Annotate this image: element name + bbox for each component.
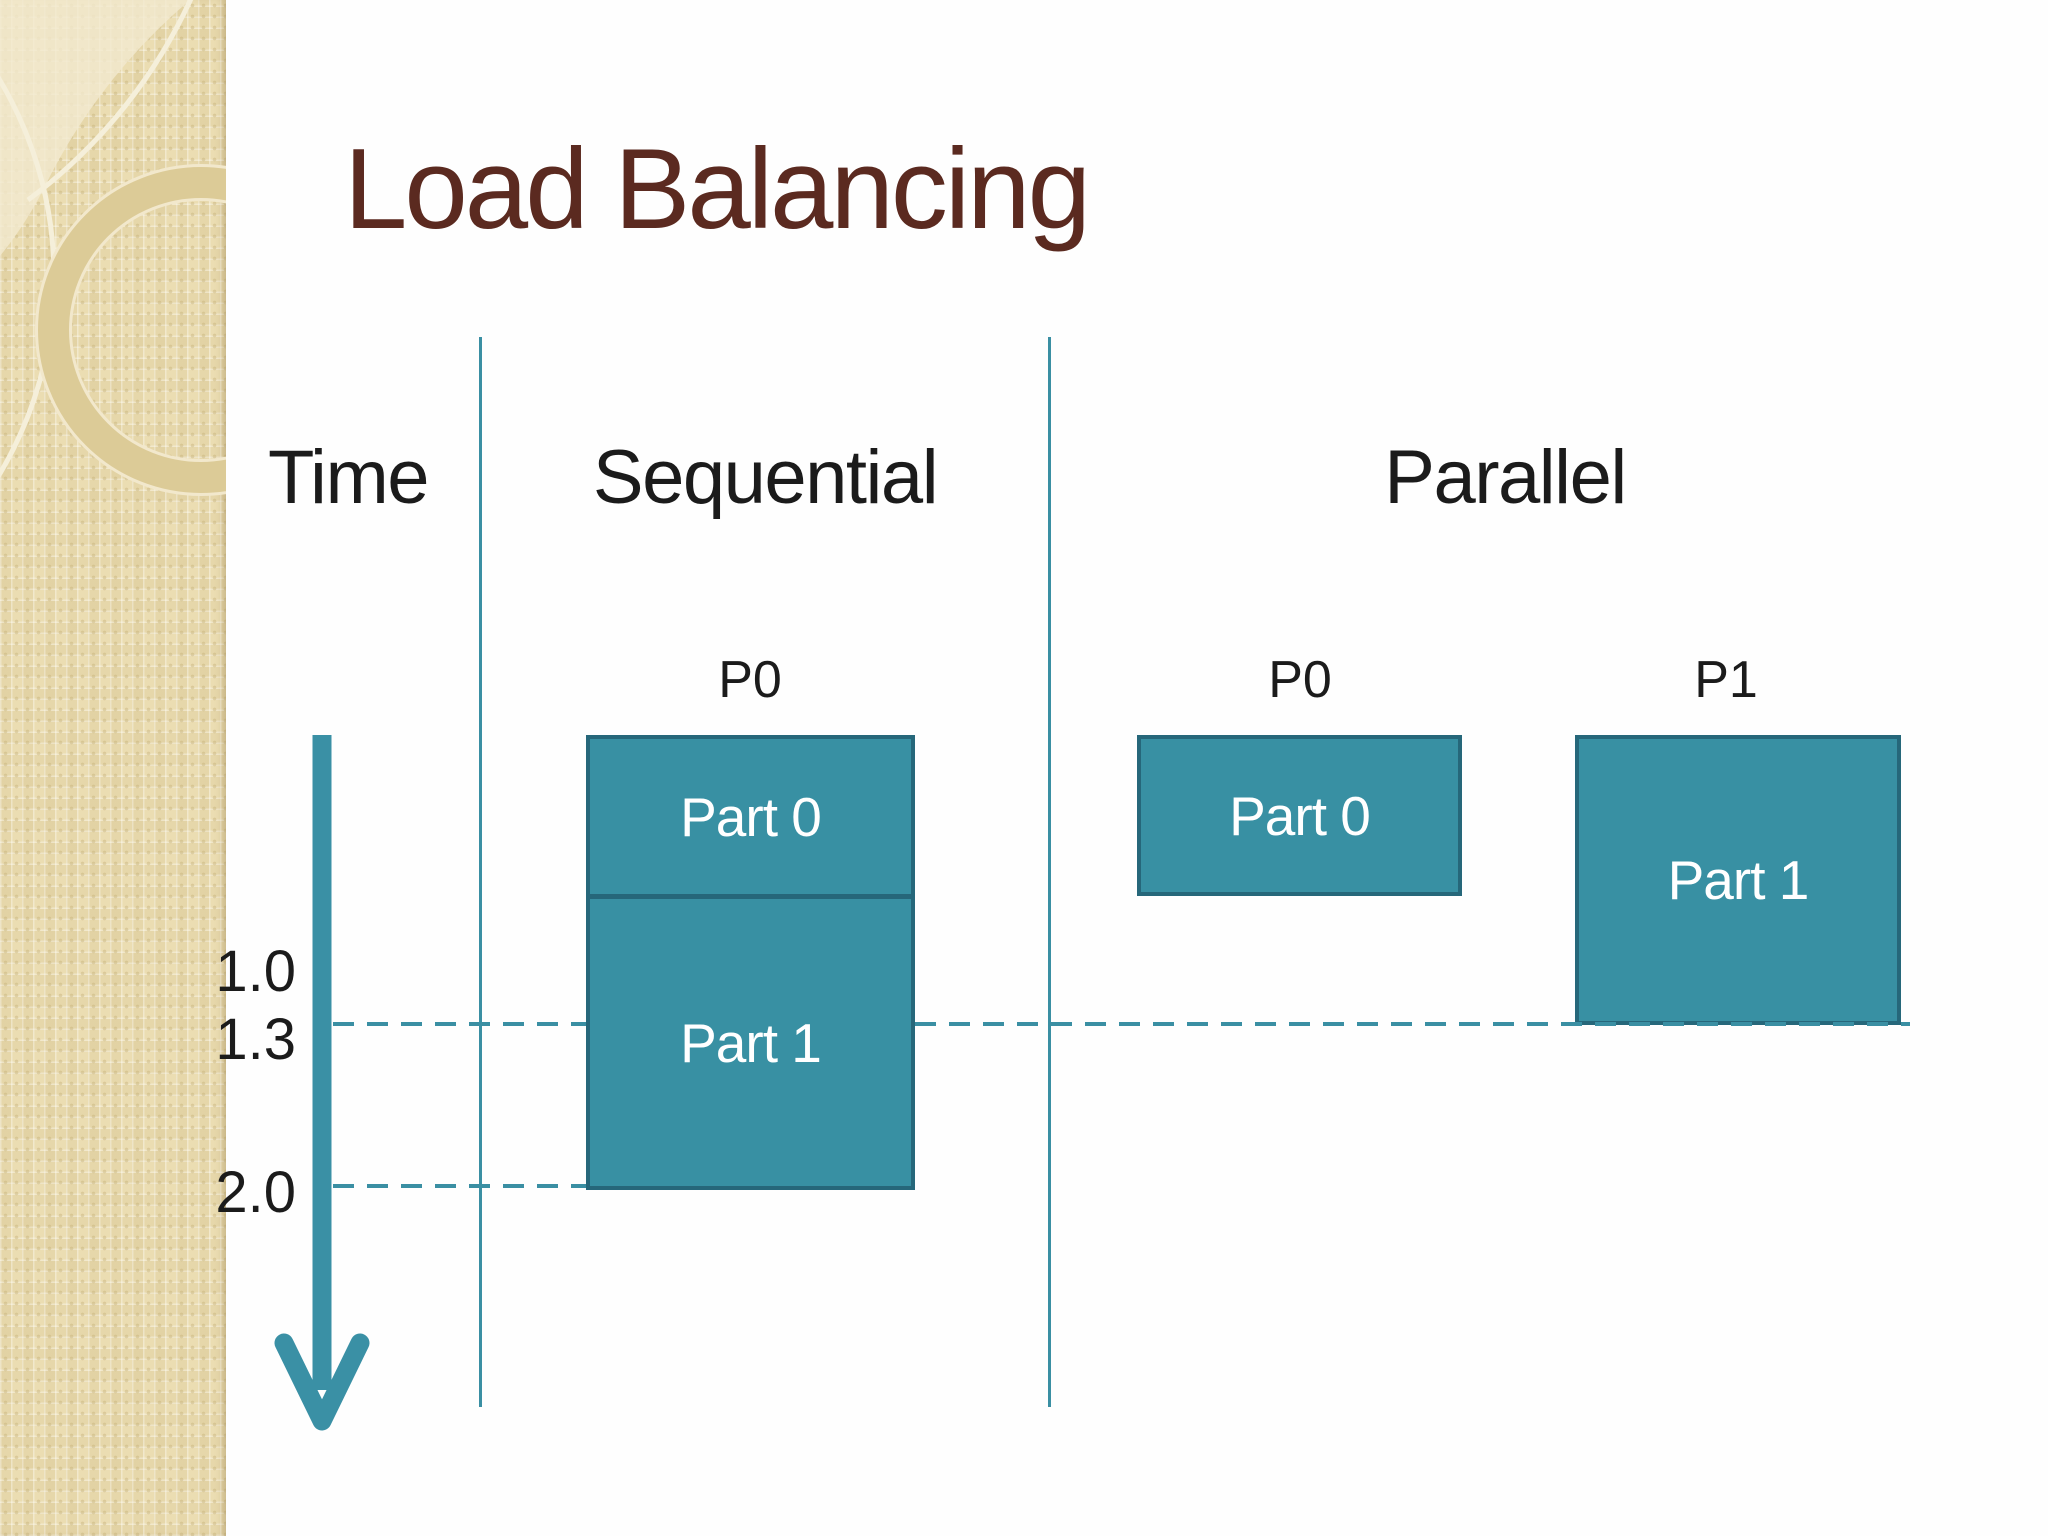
thin-arc-ornament	[26, 0, 194, 203]
separator-line-parallel	[1048, 337, 1051, 1407]
parallel-p0-part-label: Part 0	[1229, 784, 1371, 847]
dashed-line-1-3-right	[915, 1022, 1910, 1026]
sequential-execution-box: Part 0 Part 1	[586, 735, 915, 1190]
sequential-processor-label: P0	[718, 651, 782, 709]
parallel-p1-part-label: Part 1	[1667, 849, 1810, 911]
column-label-sequential: Sequential	[592, 435, 939, 520]
decorative-sidebar	[0, 0, 226, 1536]
dashed-line-1-3-left	[333, 1022, 586, 1026]
time-tick-2-0: 2.0	[215, 1160, 296, 1225]
dashed-line-2-0	[333, 1184, 586, 1188]
separator-line-sequential	[479, 337, 482, 1407]
thick-ring-ornament	[37, 166, 226, 494]
sidebar-light-corner	[0, 0, 190, 256]
sidebar-ornament-circles	[0, 0, 226, 496]
down-arrow-icon	[274, 1333, 370, 1431]
parallel-p0-box: Part 0	[1137, 735, 1462, 896]
sequential-part1-segment: Part 1	[590, 899, 911, 1186]
time-tick-1-3: 1.3	[215, 1007, 296, 1072]
sequential-part0-segment: Part 0	[590, 739, 911, 899]
column-label-parallel: Parallel	[1384, 435, 1627, 520]
sequential-part0-label: Part 0	[680, 785, 822, 848]
thick-ring-inner-edge	[69, 198, 226, 462]
column-label-time: Time	[267, 435, 430, 520]
parallel-p1-box: Part 1	[1575, 735, 1901, 1025]
parallel-processor0-label: P0	[1268, 651, 1332, 709]
slide-title: Load Balancing	[344, 126, 1091, 253]
time-tick-1-0: 1.0	[215, 939, 296, 1004]
sequential-part1-label: Part 1	[680, 1011, 822, 1074]
thick-ring-outer-edge	[35, 164, 226, 496]
time-axis-arrow	[274, 735, 370, 1431]
parallel-processor1-label: P1	[1694, 651, 1758, 709]
